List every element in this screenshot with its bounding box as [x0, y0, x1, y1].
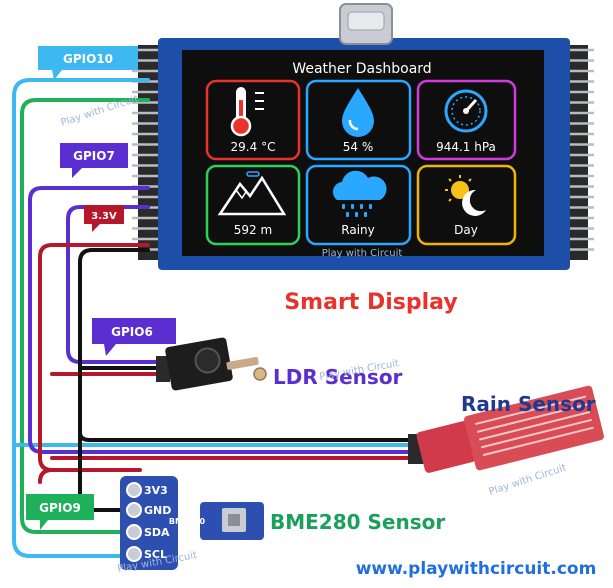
- smart-display-module: Weather Dashboard 29.4 °C 54 %: [132, 3, 594, 270]
- ldr-sensor-label: LDR Sensor: [273, 365, 403, 389]
- website-url: www.playwithcircuit.com: [356, 559, 597, 579]
- smart-display-label: Smart Display: [284, 290, 457, 315]
- altitude-value: 592 m: [234, 223, 272, 237]
- tag-gpio7: GPIO7: [60, 143, 128, 178]
- tile-daynight: Day: [416, 164, 517, 246]
- rain-sensor-label: Rain Sensor: [461, 392, 596, 416]
- humidity-value: 54 %: [343, 140, 374, 154]
- bme280-module: BME280 3V3 GND SDA SCL: [120, 476, 264, 570]
- svg-text:GPIO6: GPIO6: [111, 325, 153, 339]
- mountain-icon: [217, 171, 287, 216]
- usb-c-connector: [339, 3, 393, 45]
- display-right-pin-header: [566, 45, 594, 260]
- tag-3v3: 3.3V: [84, 205, 124, 232]
- tag-gpio9: GPIO9: [26, 494, 94, 530]
- svg-text:3.3V: 3.3V: [91, 211, 117, 222]
- pressure-value: 944.1 hPa: [436, 140, 496, 154]
- wire-gnd-rain: [78, 431, 422, 442]
- tag-gpio10: GPIO10: [38, 46, 138, 80]
- thermometer-icon: [230, 87, 264, 137]
- bme280-pin-scl: SCL: [144, 548, 167, 561]
- rain-sensor-board: [464, 385, 604, 471]
- screen-watermark: Play with Circuit: [322, 248, 403, 259]
- svg-text:GPIO9: GPIO9: [39, 501, 81, 515]
- bme280-chip-label: BME280: [169, 517, 206, 526]
- tile-humidity: 54 %: [305, 79, 412, 161]
- tag-gpio6: GPIO6: [92, 318, 176, 356]
- wire-gpio10-scl: [12, 78, 150, 558]
- rain-sensor-module: [408, 385, 604, 473]
- ldr-photoresistor-icon: [253, 367, 267, 381]
- bme280-pin-gnd: GND: [144, 504, 171, 517]
- wire-gpio9-sda: [20, 98, 150, 534]
- wire-gpio7-rain: [28, 186, 422, 454]
- water-drop-icon: [342, 88, 374, 137]
- wire-3v3: [38, 243, 150, 472]
- tile-weather: Rainy: [305, 164, 412, 246]
- bme280-pin-sda: SDA: [144, 526, 170, 539]
- wire-gpio6-ldr: [66, 205, 172, 364]
- display-left-pin-header: [132, 45, 160, 260]
- ldr-sensor-module: [156, 337, 267, 391]
- bme280-sensor-label: BME280 Sensor: [270, 510, 445, 534]
- watermark-2: Play with Circuit: [488, 462, 568, 497]
- temperature-value: 29.4 °C: [231, 140, 276, 154]
- display-screen: [182, 50, 544, 256]
- ldr-pin-header: [156, 356, 170, 382]
- rain-cloud-icon: [332, 170, 387, 217]
- tile-altitude: 592 m: [205, 164, 301, 246]
- weather-value: Rainy: [341, 223, 374, 237]
- tile-temperature: 29.4 °C: [205, 79, 301, 161]
- daynight-value: Day: [454, 223, 478, 237]
- sun-moon-icon: [445, 175, 486, 216]
- dashboard-title: Weather Dashboard: [292, 61, 431, 77]
- svg-text:GPIO10: GPIO10: [63, 52, 113, 66]
- bme280-pin-3v3: 3V3: [144, 484, 168, 497]
- gauge-icon: [444, 89, 488, 133]
- tile-pressure: 944.1 hPa: [416, 79, 517, 161]
- svg-text:GPIO7: GPIO7: [73, 149, 115, 163]
